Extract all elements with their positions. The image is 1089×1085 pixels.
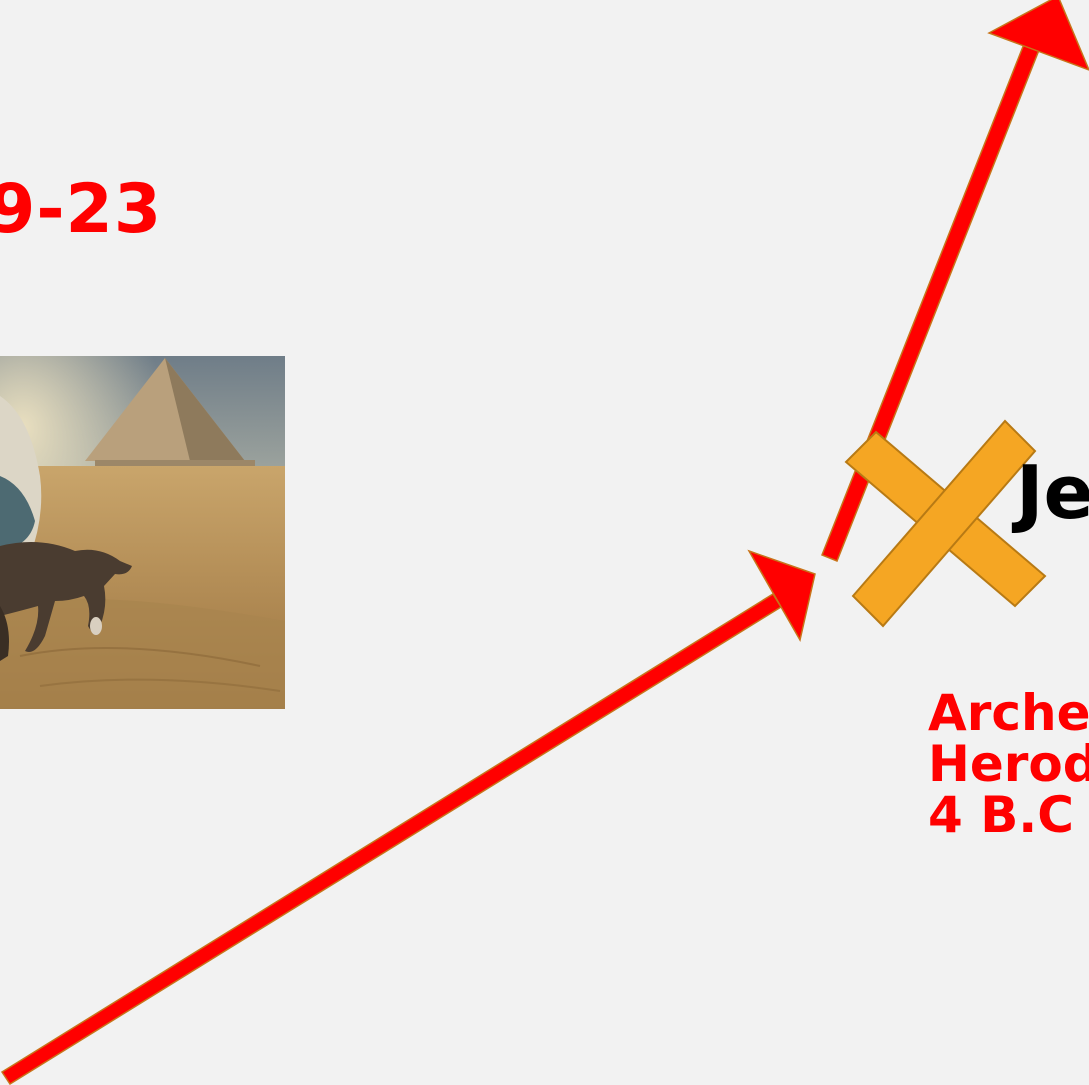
cross-mark-icon [844, 419, 1047, 628]
flight-into-egypt-painting [0, 356, 285, 709]
painting-image [0, 356, 285, 709]
place-label: Je [1016, 450, 1089, 536]
ruler-note: Arche Herod 4 B.C [928, 688, 1089, 841]
ruler-note-line: 4 B.C [928, 786, 1074, 844]
ruler-note-line: Arche [928, 684, 1089, 742]
arrow-from-egypt-icon [0, 549, 816, 1085]
ruler-note-line: Herod [928, 735, 1089, 793]
slide-title: 9-23 [0, 170, 163, 249]
